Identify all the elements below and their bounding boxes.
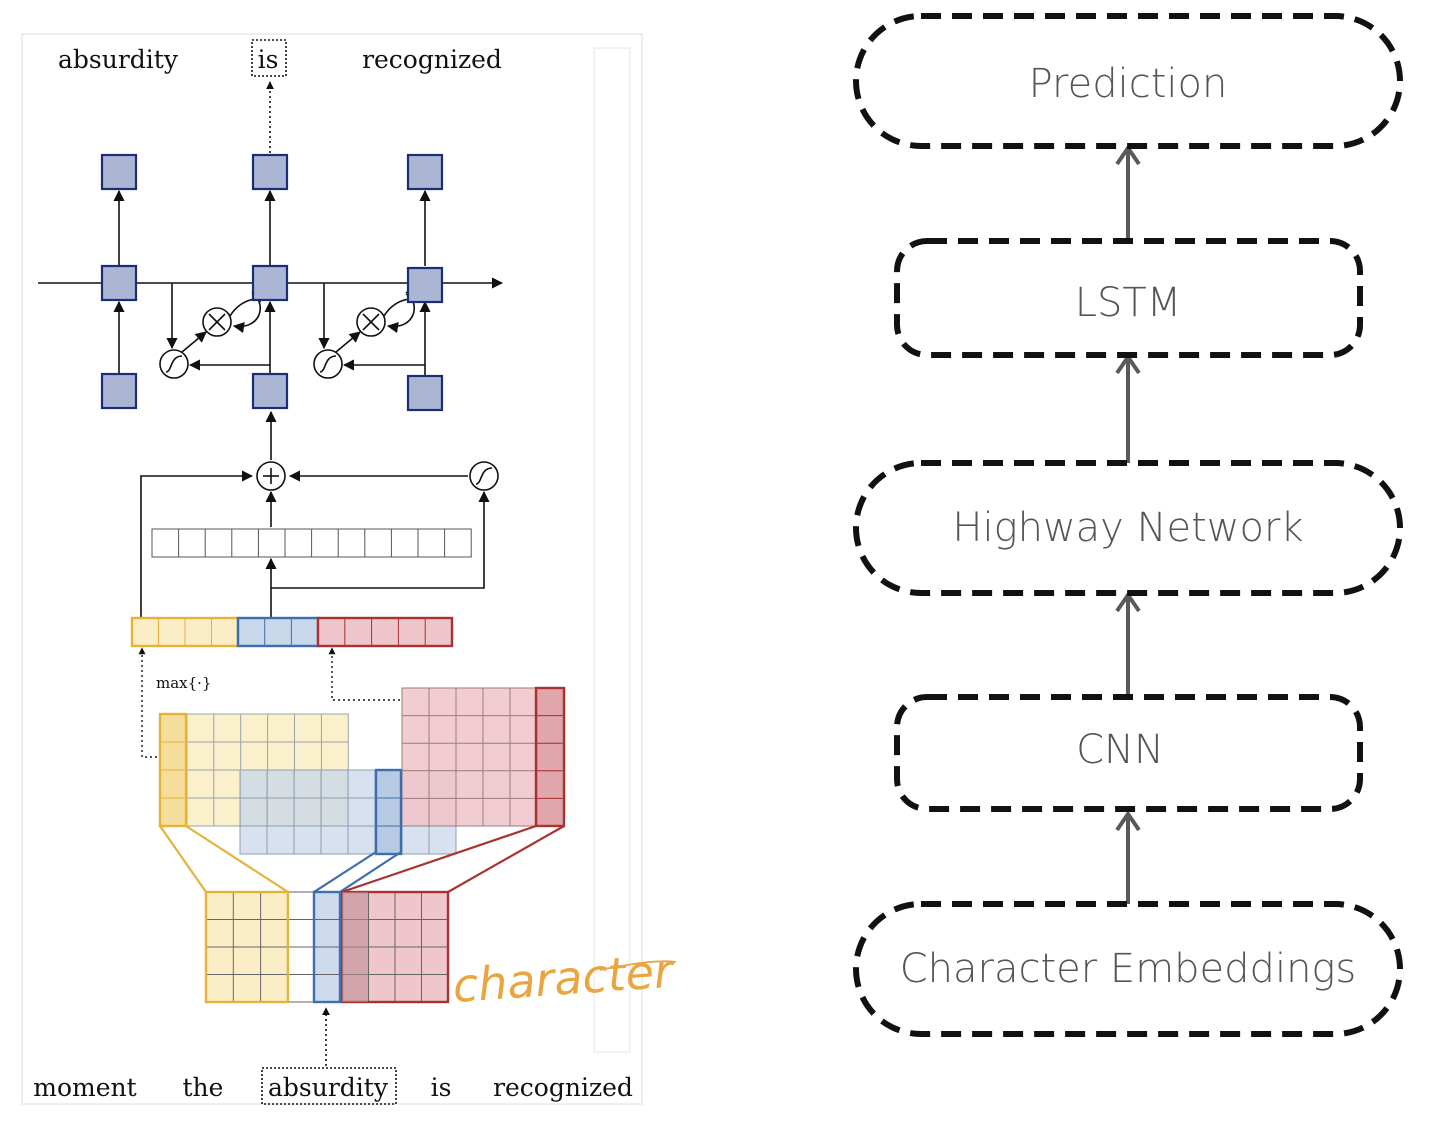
plus-symbol — [263, 468, 279, 484]
top-word-3: recognized — [362, 45, 502, 74]
input-window-overlap — [342, 892, 368, 1002]
feature-map-red-col — [534, 686, 566, 828]
sigmoid-node-2 — [313, 349, 343, 379]
gate-symbols — [165, 313, 380, 373]
feature-vector-blue — [236, 616, 320, 648]
node-lstm — [894, 238, 1363, 358]
top-word-highlight-box — [251, 39, 287, 77]
highway-vector — [151, 528, 472, 558]
flow-node-labels: Prediction LSTM Highway Network CNN Char… — [900, 61, 1357, 992]
node-cnn — [894, 694, 1363, 812]
pipeline-flowchart: Prediction LSTM Highway Network CNN Char… — [853, 13, 1403, 1037]
feature-map-blue-col — [374, 768, 403, 856]
input-window-blue — [312, 890, 342, 1004]
handwritten-stroke — [599, 960, 677, 971]
handwritten-character-note: character — [451, 944, 678, 1013]
highway-sigmoid-node — [469, 461, 499, 491]
node-prediction — [853, 13, 1403, 149]
label-highway-network: Highway Network — [952, 505, 1303, 551]
bottom-word-3: absurdity — [268, 1073, 389, 1102]
label-lstm: LSTM — [1075, 280, 1182, 326]
input-window-yellow — [204, 890, 290, 1004]
bottom-word-5: recognized — [493, 1073, 633, 1102]
lstm-cells — [100, 153, 444, 412]
feature-map-yellow-col — [158, 712, 188, 828]
node-highway-network — [853, 460, 1403, 596]
feature-vector-yellow — [130, 616, 240, 648]
label-cnn: CNN — [1076, 727, 1164, 773]
bottom-word-4: is — [431, 1073, 452, 1102]
label-prediction: Prediction — [1029, 61, 1228, 107]
bottom-word-1: moment — [33, 1073, 136, 1102]
max-label: max{·} — [156, 674, 211, 692]
input-word-highlight-box — [261, 1067, 397, 1105]
label-character-embeddings: Character Embeddings — [900, 946, 1357, 992]
character-embedding-matrix — [204, 890, 450, 1004]
char-cnn-lstm-figure: absurdity is recognized — [21, 33, 678, 1105]
node-character-embeddings — [853, 901, 1403, 1037]
top-word-2: is — [258, 45, 279, 74]
highway-links — [140, 410, 490, 617]
max-pool-arrows — [138, 647, 400, 758]
concatenated-feature-vector — [130, 616, 454, 648]
filter-projections — [159, 824, 565, 894]
top-word-1: absurdity — [58, 45, 179, 74]
flow-node-shapes — [853, 13, 1403, 1037]
highway-vector-cells — [151, 528, 472, 558]
feature-maps — [158, 686, 566, 856]
bottom-word-2: the — [183, 1073, 224, 1102]
sigmoid-node-1 — [159, 349, 189, 379]
flow-arrows — [1115, 144, 1141, 904]
figure-side-bar — [593, 47, 631, 1053]
feature-vector-red — [316, 616, 454, 648]
